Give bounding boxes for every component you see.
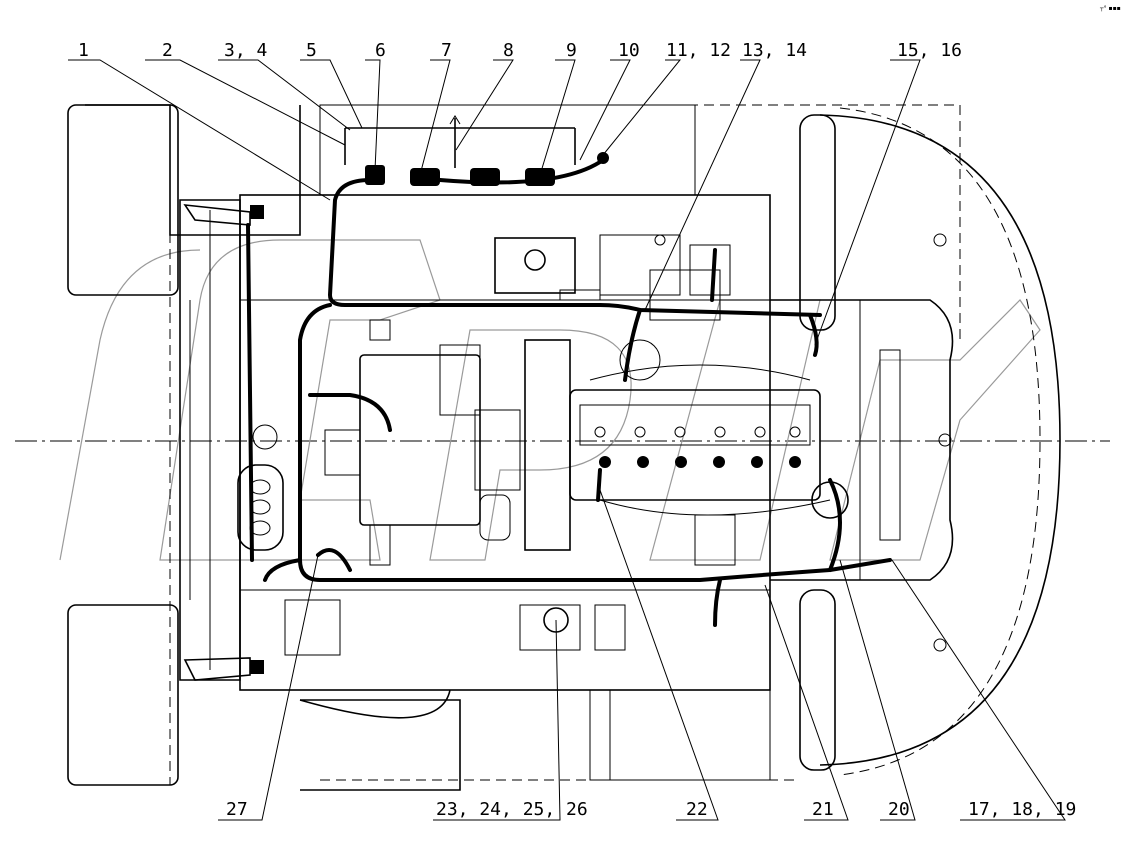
callout-9: 9 bbox=[566, 40, 577, 61]
main-frame bbox=[239, 104, 961, 781]
callout-11-12: 11, 12 bbox=[666, 40, 731, 61]
injectors bbox=[599, 456, 801, 468]
callout-13-14: 13, 14 bbox=[742, 40, 807, 61]
left-controls bbox=[183, 204, 284, 681]
callout-5: 5 bbox=[306, 40, 317, 61]
callout-3-4: 3, 4 bbox=[224, 40, 267, 61]
corner-mark: ┬° ▪▪▪ bbox=[1099, 5, 1121, 12]
callout-6: 6 bbox=[375, 40, 386, 61]
callout-2: 2 bbox=[162, 40, 173, 61]
callout-15-16: 15, 16 bbox=[897, 40, 962, 61]
top-connectors bbox=[344, 115, 609, 186]
leaders-bottom bbox=[218, 489, 1066, 821]
rear-counterweight bbox=[770, 107, 1061, 776]
callout-labels-top: 1 2 3, 4 5 6 7 8 9 10 11, 12 13, 14 15, … bbox=[78, 40, 962, 61]
callout-23-24-25-26: 23, 24, 25, 26 bbox=[436, 799, 588, 820]
callout-1: 1 bbox=[78, 40, 89, 61]
front-frame bbox=[67, 104, 461, 791]
callout-labels-bottom: 27 23, 24, 25, 26 22 21 20 17, 18, 19 bbox=[226, 799, 1076, 820]
upper-components bbox=[369, 234, 731, 341]
callout-17-18-19: 17, 18, 19 bbox=[968, 799, 1076, 820]
callout-8: 8 bbox=[503, 40, 514, 61]
callout-10: 10 bbox=[618, 40, 640, 61]
callout-7: 7 bbox=[441, 40, 452, 61]
leaders-top bbox=[68, 59, 921, 346]
callout-21: 21 bbox=[812, 799, 834, 820]
watermark bbox=[59, 239, 1041, 561]
callout-22: 22 bbox=[686, 799, 708, 820]
engine bbox=[569, 339, 849, 519]
wiring-harness bbox=[246, 158, 892, 627]
callout-27: 27 bbox=[226, 799, 248, 820]
lower-components bbox=[284, 514, 736, 656]
callout-20: 20 bbox=[888, 799, 910, 820]
transmission bbox=[252, 339, 571, 566]
